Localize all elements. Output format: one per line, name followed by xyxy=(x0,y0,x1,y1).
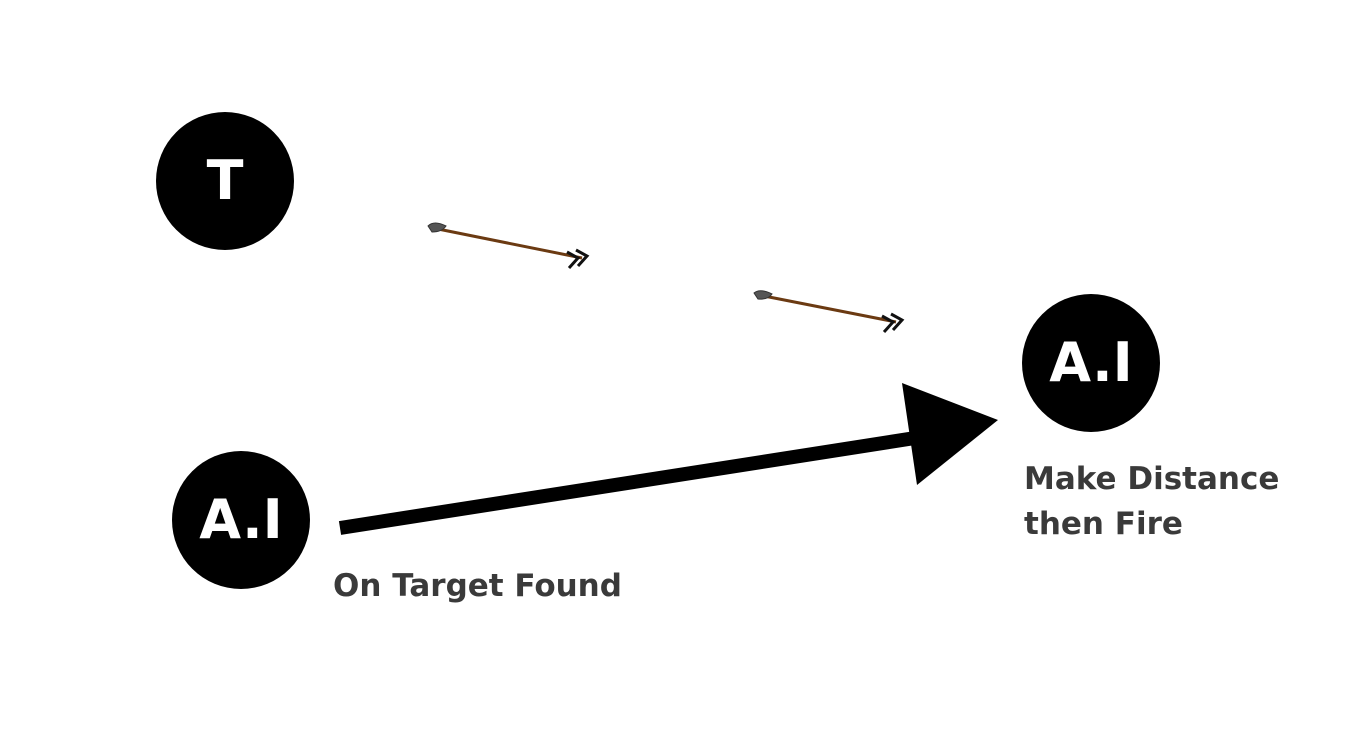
ai-end-node: A.I xyxy=(1022,294,1160,432)
projectile-arrow-1-shaft xyxy=(437,227,583,260)
ai-end-node-label: A.I xyxy=(1049,331,1133,394)
projectile-arrow-2-fletching xyxy=(881,312,905,334)
make-distance-line-1: Make Distance xyxy=(1024,461,1280,497)
on-target-found-caption: On Target Found xyxy=(333,564,622,609)
ai-start-node: A.I xyxy=(172,451,310,589)
on-target-found-text: On Target Found xyxy=(333,568,622,604)
target-node-label: T xyxy=(206,149,244,212)
projectile-arrow-1-fletching xyxy=(566,248,590,270)
projectile-arrow-2-tip xyxy=(753,290,773,300)
projectile-arrow-1 xyxy=(427,222,590,270)
make-distance-line-2: then Fire xyxy=(1024,506,1183,542)
ai-start-node-label: A.I xyxy=(199,488,283,551)
projectile-arrow-1-tip xyxy=(427,222,447,233)
movement-arrow-head xyxy=(902,383,998,485)
projectile-arrow-2-shaft xyxy=(763,294,897,324)
projectile-arrow-2 xyxy=(753,290,905,334)
target-node: T xyxy=(156,112,294,250)
movement-arrow xyxy=(338,383,998,535)
movement-arrow-shaft xyxy=(338,431,917,535)
make-distance-caption: Make Distance then Fire xyxy=(1024,457,1279,547)
